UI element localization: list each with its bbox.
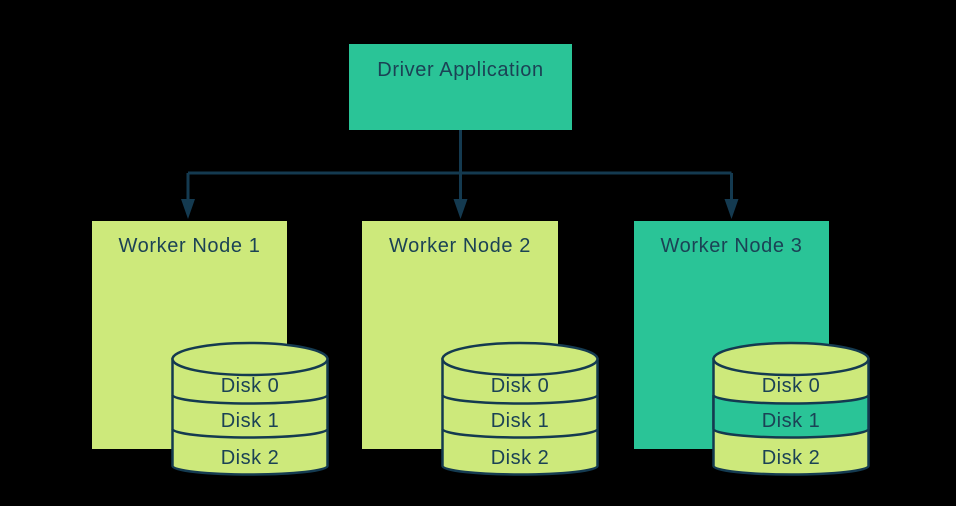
disk-0-label: Disk 0 (221, 375, 280, 397)
disk-stack-worker-3: Disk 0 Disk 1 Disk 2 (712, 341, 870, 476)
cylinder-top-ellipse (171, 341, 329, 377)
cylinder-body (171, 357, 329, 476)
disk-1-highlight-band (712, 394, 870, 439)
worker-node-2-label: Worker Node 2 (389, 235, 531, 257)
worker-node-1-label: Worker Node 1 (118, 235, 261, 257)
disk-1-label: Disk 1 (221, 410, 280, 432)
cylinder-body (441, 357, 599, 476)
driver-application-node: Driver Application (349, 44, 572, 130)
driver-application-label: Driver Application (377, 59, 544, 81)
arrowhead-worker-2 (453, 199, 468, 219)
disk-1-label: Disk 1 (491, 410, 550, 432)
disk-divider-line (171, 428, 329, 439)
worker-node-3-label: Worker Node 3 (660, 235, 803, 257)
disk-1-label: Disk 1 (762, 410, 821, 432)
disk-divider-line (441, 428, 599, 439)
disk-stack-worker-2: Disk 0 Disk 1 Disk 2 (441, 341, 599, 476)
arrowhead-worker-3 (724, 199, 739, 219)
disk-divider-line (171, 394, 329, 405)
disk-0-label: Disk 0 (491, 375, 550, 397)
disk-stack-worker-1: Disk 0 Disk 1 Disk 2 (171, 341, 329, 476)
disk-0-label: Disk 0 (762, 375, 821, 397)
cylinder-top-ellipse (441, 341, 599, 377)
disk-2-label: Disk 2 (221, 447, 280, 469)
arrowhead-worker-1 (181, 199, 195, 219)
disk-divider-line (441, 394, 599, 405)
disk-2-label: Disk 2 (762, 447, 821, 469)
disk-2-label: Disk 2 (491, 447, 550, 469)
cylinder-top-ellipse (712, 341, 870, 377)
